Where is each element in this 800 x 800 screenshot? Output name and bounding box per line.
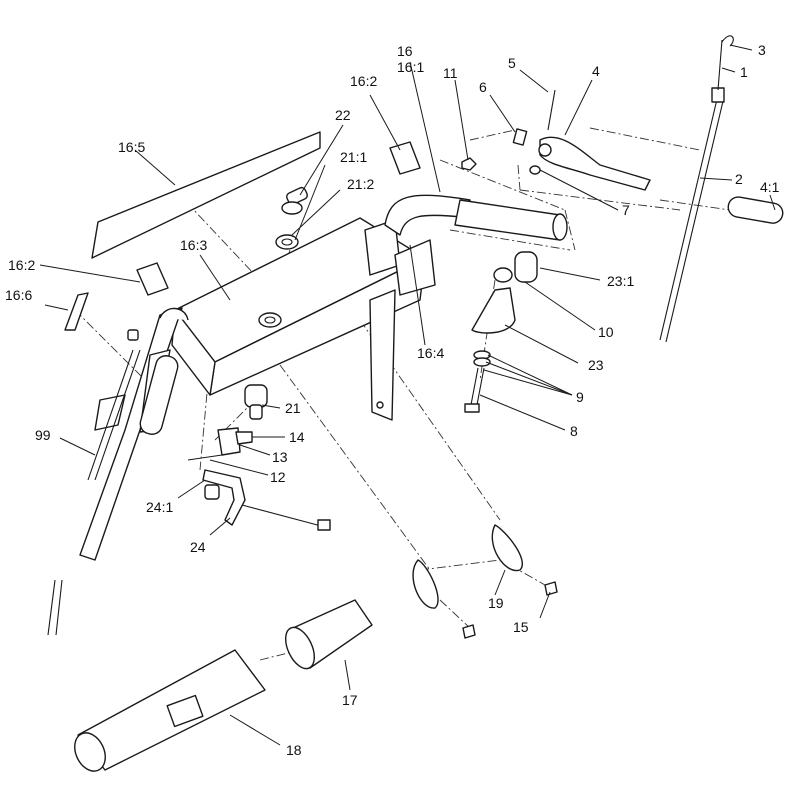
- callout-21-1: 21:1: [340, 149, 367, 165]
- sleeve-18: [74, 649, 266, 772]
- callout-16-5: 16:5: [118, 139, 145, 155]
- callout-9: 9: [576, 389, 584, 405]
- callout-6: 6: [479, 79, 487, 95]
- callout-19: 19: [488, 595, 504, 611]
- callout-4: 4: [592, 63, 600, 79]
- nut-11: [461, 157, 477, 171]
- callout-17: 17: [342, 692, 358, 708]
- bracket-24: [202, 469, 331, 531]
- connector-21: [244, 384, 268, 420]
- control-rod-2: [659, 35, 734, 343]
- strap-clamp-19: [412, 524, 558, 639]
- lever-4: [512, 89, 651, 191]
- callout-11: 11: [443, 65, 458, 81]
- callout-16-3: 16:3: [180, 237, 207, 253]
- callout-16-1: 16:1: [397, 59, 424, 75]
- callout-3: 3: [758, 42, 766, 58]
- callout-1: 1: [740, 64, 748, 80]
- callout-22: 22: [335, 107, 351, 123]
- decal-16-2-upper: [389, 141, 421, 175]
- callout-4-1: 4:1: [760, 179, 780, 195]
- bracket-13-14: [187, 427, 253, 461]
- callout-16-6: 16:6: [5, 287, 32, 303]
- callout-21: 21: [285, 400, 301, 416]
- callout-23: 23: [588, 357, 604, 373]
- callout-21-2: 21:2: [347, 176, 374, 192]
- callout-24: 24: [190, 539, 206, 555]
- decal-16-2-lower: [136, 262, 169, 296]
- callout-15: 15: [513, 619, 529, 635]
- callout-8: 8: [570, 423, 578, 439]
- control-tower-16: [171, 217, 436, 421]
- callout-18: 18: [286, 742, 302, 758]
- callout-10: 10: [598, 324, 614, 340]
- callout-16: 16: [397, 43, 413, 59]
- callout-5: 5: [508, 55, 516, 71]
- callout-labels: 1 2 3 4 4:1 5 6 7 8 9 10 11 12 13 14 15 …: [5, 42, 780, 758]
- decal-16-6: [64, 292, 89, 331]
- callout-13: 13: [272, 449, 288, 465]
- leader-lines: [39, 44, 776, 746]
- callout-16-2-upper: 16:2: [350, 73, 377, 89]
- callout-7: 7: [622, 202, 630, 218]
- callout-2: 2: [735, 171, 743, 187]
- handlebar-16-1: [384, 194, 568, 241]
- callout-14: 14: [289, 429, 305, 445]
- callout-23-1: 23:1: [607, 273, 634, 289]
- bracket-23: [464, 251, 538, 413]
- callout-99: 99: [35, 427, 51, 443]
- callout-16-4: 16:4: [417, 345, 444, 361]
- left-frame: [47, 307, 189, 636]
- panel-16-5: [91, 131, 321, 259]
- callout-16-2-lower: 16:2: [8, 257, 35, 273]
- callout-24-1: 24:1: [146, 499, 173, 515]
- callout-12: 12: [270, 469, 286, 485]
- cover-17: [284, 599, 373, 670]
- assembly-lines: [74, 127, 731, 661]
- grip-4-1: [727, 196, 784, 224]
